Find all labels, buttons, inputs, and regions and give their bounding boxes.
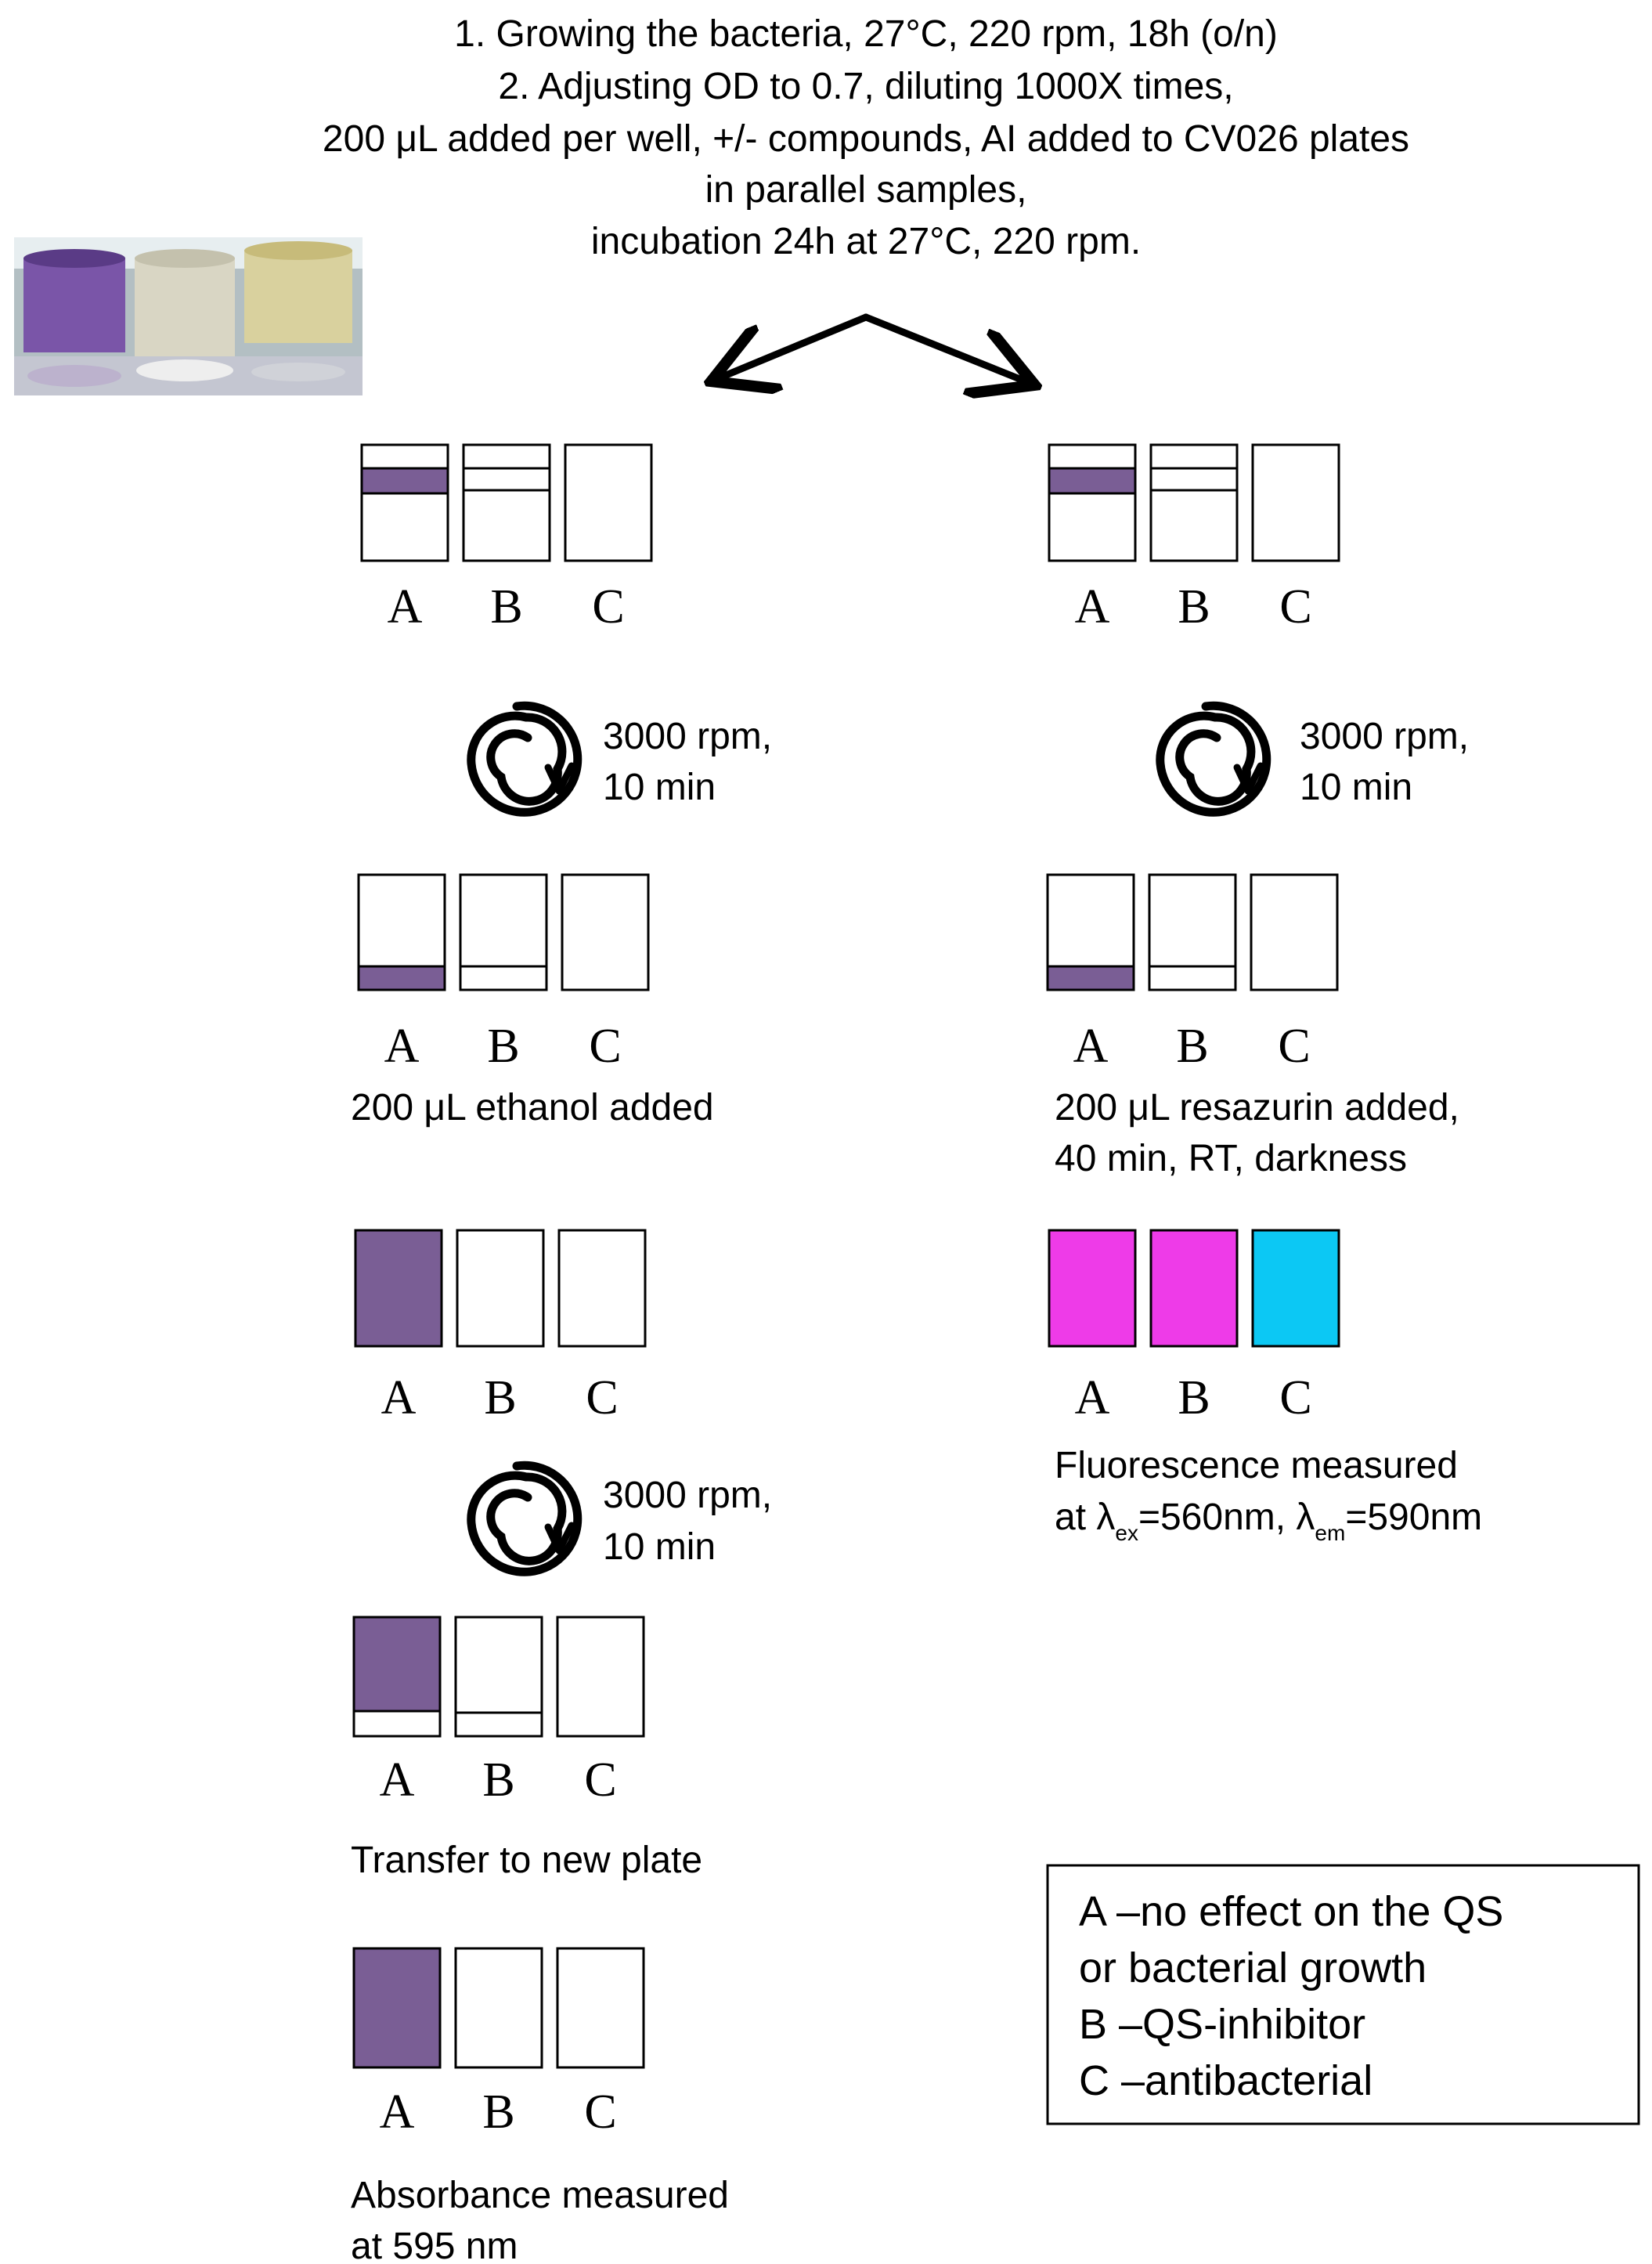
legend-line-a: A –no effect on the QS <box>1079 1888 1503 1935</box>
right-step-resazurin-line2: 40 min, RT, darkness <box>1055 1138 1407 1179</box>
well-a <box>1048 443 1137 562</box>
well-c <box>564 443 653 562</box>
well-label-a: A <box>381 1371 417 1424</box>
plate-left-2: A B C <box>357 873 650 1073</box>
well-label-a: A <box>380 1753 415 1807</box>
well-label-b: B <box>484 1371 516 1424</box>
well-a <box>357 873 446 991</box>
spin-icon-left-2 <box>467 1461 583 1576</box>
well-label-b: B <box>1176 1020 1208 1073</box>
right-step-resazurin-line1: 200 μL resazurin added, <box>1055 1087 1459 1128</box>
well-label-b: B <box>482 2085 514 2139</box>
fluorescence-suffix: =590nm <box>1345 1497 1482 1538</box>
right-spin1-line1: 3000 rpm, <box>1300 716 1469 757</box>
header-line-1: 1. Growing the bacteria, 27°C, 220 rpm, … <box>454 13 1278 55</box>
well-b <box>1149 443 1239 562</box>
well-label-c: C <box>584 2085 616 2139</box>
protocol-header: 1. Growing the bacteria, 27°C, 220 rpm, … <box>323 13 1409 262</box>
left-spin2-line2: 10 min <box>603 1526 716 1568</box>
well-b <box>454 1947 543 2069</box>
right-fluorescence-line1: Fluorescence measured <box>1055 1445 1458 1486</box>
right-fluorescence-line2: at λex=560nm, λem=590nm <box>1055 1497 1482 1545</box>
well-label-a: A <box>380 2085 415 2139</box>
well-a <box>354 1229 443 1348</box>
well-label-b: B <box>487 1020 519 1073</box>
well-c <box>1251 1229 1340 1348</box>
subscript-em: em <box>1315 1521 1345 1545</box>
well-a <box>1046 873 1135 991</box>
well-label-b: B <box>1178 580 1210 634</box>
right-column-text: 3000 rpm, 10 min 200 μL resazurin added,… <box>1055 716 1482 1545</box>
left-column-text: 3000 rpm, 10 min 200 μL ethanol added 30… <box>351 716 772 2264</box>
well-c <box>1251 443 1340 562</box>
left-step-absorbance-line2: at 595 nm <box>351 2226 518 2264</box>
plate-right-3: A B C <box>1048 1229 1340 1424</box>
well-label-c: C <box>584 1753 616 1807</box>
diverging-arrows-icon <box>724 313 1022 380</box>
well-c <box>561 873 650 991</box>
well-b <box>1148 873 1237 991</box>
well-label-c: C <box>1279 1371 1311 1424</box>
well-a <box>352 1616 442 1738</box>
well-label-a: A <box>1075 580 1110 634</box>
legend-line-b: B –QS-inhibitor <box>1079 2001 1365 2048</box>
well-c <box>557 1229 647 1348</box>
well-label-a: A <box>1073 1020 1109 1073</box>
well-c <box>556 1616 645 1738</box>
centrifuge-spin-icons <box>467 701 1271 1576</box>
well-label-c: C <box>586 1371 618 1424</box>
header-line-4: in parallel samples, <box>705 169 1027 211</box>
well-b <box>459 873 548 991</box>
spin-icon-right-1 <box>1156 701 1271 817</box>
plate-left-1: A B C <box>360 443 653 634</box>
well-label-b: B <box>1178 1371 1210 1424</box>
legend-line-c: C –antibacterial <box>1079 2057 1372 2104</box>
well-b <box>456 1229 545 1348</box>
legend-line-a-cont: or bacterial growth <box>1079 1944 1427 1991</box>
plate-left-5: A B C <box>352 1947 645 2139</box>
plate-left-4: A B C <box>352 1616 645 1807</box>
well-c <box>556 1947 645 2069</box>
spin-icon-left-1 <box>467 701 583 817</box>
header-line-2: 2. Adjusting OD to 0.7, diluting 1000X t… <box>498 66 1233 107</box>
well-c <box>1250 873 1339 991</box>
left-step-absorbance-line1: Absorbance measured <box>351 2175 729 2216</box>
left-step-ethanol: 200 μL ethanol added <box>351 1087 714 1128</box>
plate-right-2: A B C <box>1046 873 1339 1073</box>
plate-wells-photo <box>14 237 363 395</box>
well-label-c: C <box>589 1020 621 1073</box>
well-label-c: C <box>1279 580 1311 634</box>
well-label-b: B <box>482 1753 514 1807</box>
left-spin1-line2: 10 min <box>603 767 716 808</box>
well-label-b: B <box>490 580 522 634</box>
header-line-5: incubation 24h at 27°C, 220 rpm. <box>591 221 1141 262</box>
left-spin2-line1: 3000 rpm, <box>603 1475 772 1516</box>
header-line-3: 200 μL added per well, +/- compounds, AI… <box>323 118 1409 160</box>
well-label-a: A <box>388 580 423 634</box>
well-b <box>462 443 551 562</box>
right-column: A B C A B C A B C <box>1046 443 1340 1424</box>
well-a <box>360 443 449 562</box>
subscript-ex: ex <box>1115 1521 1138 1545</box>
right-spin1-line2: 10 min <box>1300 767 1412 808</box>
left-spin1-line1: 3000 rpm, <box>603 716 772 757</box>
well-label-a: A <box>1075 1371 1110 1424</box>
well-a <box>1048 1229 1137 1348</box>
well-b <box>1149 1229 1239 1348</box>
left-step-transfer: Transfer to new plate <box>351 1840 702 1881</box>
plate-left-3: A B C <box>354 1229 647 1424</box>
plate-right-1: A B C <box>1048 443 1340 634</box>
left-column: A B C A B C A B C A B C A B C <box>352 443 653 2139</box>
well-label-c: C <box>592 580 624 634</box>
well-b <box>454 1616 543 1738</box>
legend-box: A –no effect on the QS or bacterial grow… <box>1046 1864 1640 2125</box>
fluorescence-prefix: at λ <box>1055 1497 1115 1538</box>
well-a <box>352 1947 442 2069</box>
fluorescence-mid: =560nm, λ <box>1138 1497 1315 1538</box>
well-label-a: A <box>384 1020 420 1073</box>
well-label-c: C <box>1278 1020 1310 1073</box>
